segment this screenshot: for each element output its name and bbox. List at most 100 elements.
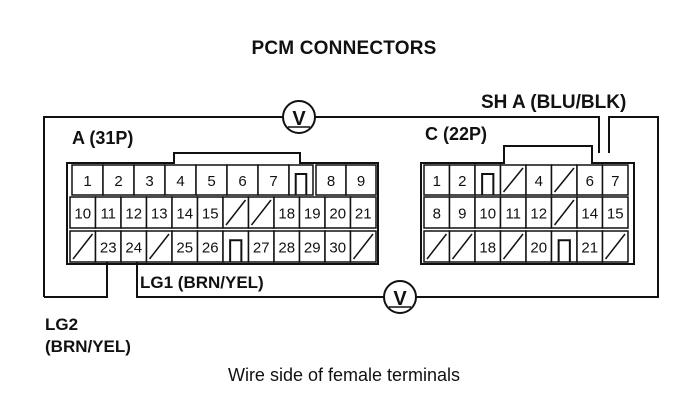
- wire-lower-loop: [44, 116, 659, 298]
- a-row3-cell: 23: [94, 230, 122, 263]
- c-row3-cell: 18: [474, 230, 502, 263]
- c-row2-pin-number: 9: [458, 206, 466, 223]
- a-row2-pin-number: 10: [74, 206, 91, 223]
- a-row2-pin-number: 12: [125, 206, 142, 223]
- c-row2-cell: 11: [499, 196, 527, 229]
- a-row1-cell: 5: [195, 164, 228, 196]
- a-row3-cell: 30: [324, 230, 352, 263]
- c-row3-cell: 21: [576, 230, 604, 263]
- a-row1-pin-number: 5: [207, 173, 215, 190]
- c-row3-cell: [423, 230, 451, 263]
- a-row2-cell: 21: [349, 196, 377, 229]
- c-row1-cell: [550, 164, 578, 196]
- c-row2-cell: 10: [474, 196, 502, 229]
- a-row2-cell: 10: [69, 196, 97, 229]
- c-row2-cell: 14: [576, 196, 604, 229]
- a-row2-pin-number: 11: [100, 206, 116, 223]
- c-row3-cell: [448, 230, 476, 263]
- c-row1-pin-number: 2: [458, 173, 466, 190]
- connector-c-housing: [420, 145, 635, 265]
- c-row2-cell: 12: [525, 196, 553, 229]
- a-row1-cell: 7: [257, 164, 290, 196]
- c-row3-pin-number: 20: [530, 240, 547, 257]
- a-row2-cell: 18: [273, 196, 301, 229]
- a-row3-cell: [349, 230, 377, 263]
- a-row1-cell: 4: [164, 164, 197, 196]
- a-row3-cell: [222, 230, 250, 263]
- connector-c-label: C (22P): [425, 124, 488, 144]
- a-row3-pin-number: 26: [202, 240, 219, 257]
- a-row1-key-cell: [288, 164, 314, 196]
- c-row3-pin-number: 21: [581, 240, 598, 257]
- svg-text:V: V: [393, 288, 407, 310]
- a-row1-pin-number: 7: [269, 173, 277, 190]
- a-row2-pin-number: 20: [329, 206, 346, 223]
- c-row2-pin-number: 12: [530, 206, 547, 223]
- a-row3-cell: 24: [120, 230, 148, 263]
- a-row3-cell: 29: [298, 230, 326, 263]
- a-row2-cell: 14: [171, 196, 199, 229]
- diagram-title: PCM CONNECTORS: [251, 38, 437, 59]
- c-row3-cell: [499, 230, 527, 263]
- c-row2-pin-number: 11: [505, 206, 521, 223]
- a-row2-cell: 13: [145, 196, 173, 229]
- a-row1-pin-number: 3: [145, 173, 153, 190]
- a-row1-cell: 6: [226, 164, 259, 196]
- lg2-wire-label: LG2 (BRN/YEL): [45, 314, 131, 358]
- a-row3-pin-number: 30: [329, 240, 346, 257]
- c-row1-pin-number: 1: [433, 173, 441, 190]
- a-row1-cell: 2: [102, 164, 135, 196]
- a-row2-cell: 11: [94, 196, 122, 229]
- a-row2-cell: [247, 196, 275, 229]
- c-row2-cell: 8: [423, 196, 451, 229]
- c-row1-cell: [474, 164, 502, 196]
- a-row3-cell: 26: [196, 230, 224, 263]
- c-row1-cell: 4: [525, 164, 553, 196]
- a-row2-pin-number: 14: [176, 206, 193, 223]
- connector-a-label: A (31P): [72, 128, 134, 148]
- c-row1-pin-number: 6: [586, 173, 594, 190]
- a-row3-pin-number: 28: [278, 240, 295, 257]
- c-row2-pin-number: 10: [479, 206, 496, 223]
- c-row2-pin-number: 15: [607, 206, 624, 223]
- c-row3-cell: [550, 230, 578, 263]
- a-row2-cell: 15: [196, 196, 224, 229]
- a-row2-pin-number: 15: [202, 206, 219, 223]
- voltmeter-icon-top: V: [282, 100, 316, 134]
- c-row2-cell: 15: [601, 196, 629, 229]
- svg-text:V: V: [292, 108, 306, 130]
- a-row3-pin-number: 25: [176, 240, 193, 257]
- a-row2-pin-number: 21: [355, 206, 372, 223]
- voltmeter-icon-bottom: V: [383, 280, 417, 314]
- c-row2-cell: [550, 196, 578, 229]
- a-row3-cell: 27: [247, 230, 275, 263]
- a-row1-pin-number: 6: [238, 173, 246, 190]
- a-row3-pin-number: 27: [253, 240, 270, 257]
- c-row1-cell: 2: [448, 164, 476, 196]
- c-row3-cell: 20: [525, 230, 553, 263]
- a-row2-pin-number: 18: [278, 206, 295, 223]
- c-row1-cell: [499, 164, 527, 196]
- a-row1-cell: 8: [315, 164, 347, 196]
- c-row1-cell: 7: [601, 164, 629, 196]
- a-row1-cell: 1: [71, 164, 104, 196]
- sha-wire-label: SH A (BLU/BLK): [481, 92, 627, 113]
- c-row1-pin-number: 4: [535, 173, 543, 190]
- a-row1-pin-number: 1: [83, 173, 91, 190]
- a-row3-pin-number: 24: [125, 240, 142, 257]
- c-row3-cell: [601, 230, 629, 263]
- c-row3-pin-number: 18: [479, 240, 496, 257]
- a-row1-cell: 3: [133, 164, 166, 196]
- lg2-wire-name: LG2: [45, 315, 79, 334]
- c-row1-pin-number: 7: [611, 173, 619, 190]
- a-row1-pin-number: 2: [114, 173, 122, 190]
- a-row2-cell: 20: [324, 196, 352, 229]
- c-row1-cell: 6: [576, 164, 604, 196]
- c-row1-cell: 1: [423, 164, 451, 196]
- a-row3-pin-number: 23: [100, 240, 117, 257]
- c-row2-cell: 9: [448, 196, 476, 229]
